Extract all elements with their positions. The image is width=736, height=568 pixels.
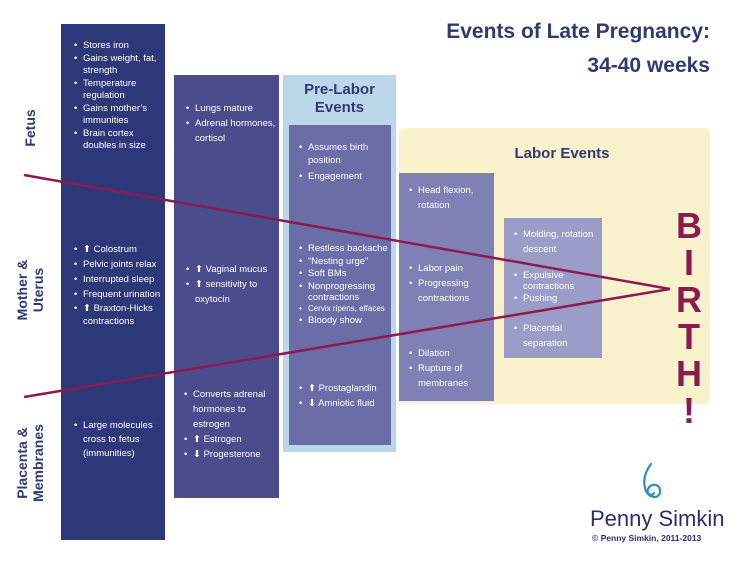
col1-fetus-list: Stores iron Gains weight, fat, strength … <box>74 40 164 153</box>
list-item: Engagement <box>299 170 391 183</box>
birth-letter: T <box>678 316 700 357</box>
list-item: Gains weight, fat, strength <box>74 53 164 78</box>
list-item: Pushing <box>514 292 602 305</box>
list-item: Nonprogressing contractions <box>299 281 391 303</box>
birth-letter: H <box>676 353 702 394</box>
prelabor-inner-box: Assumes birth position Engagement Restle… <box>289 125 391 445</box>
labor-events-panel: Labor Events Head flexion, rotation Labo… <box>399 128 710 404</box>
prelabor-mother-list: Restless backache “Nesting urge” Soft BM… <box>299 243 391 328</box>
list-item: Pelvic joints relax <box>74 257 164 272</box>
list-item: Labor pain <box>409 261 493 276</box>
list-item: Expulsive contractions <box>514 270 602 292</box>
col2-mother-list: ⬆ Vaginal mucus ⬆ sensitivity to oxytoci… <box>186 262 278 307</box>
col1-mother-list: ⬆ Colostrum Pelvic joints relax Interrup… <box>74 242 164 328</box>
list-item: Placental separation <box>514 321 602 351</box>
list-item: ⬆ Colostrum <box>74 242 164 257</box>
labor-box-2: Molding, rotation descent Expulsive cont… <box>504 218 602 358</box>
labor-box2-mid: Expulsive contractions Pushing <box>514 270 602 305</box>
prelabor-fetus-list: Assumes birth position Engagement <box>299 141 391 183</box>
list-item: ⬆ Vaginal mucus <box>186 262 278 277</box>
list-item: Cervix ripens, effaces <box>299 303 391 316</box>
labor-box1-top: Head flexion, rotation <box>409 183 493 213</box>
list-item: Progressing contractions <box>409 276 493 306</box>
birth-letter: R <box>676 279 702 320</box>
prelabor-heading-line2: Events <box>314 99 365 116</box>
list-item: ⬆ sensitivity to oxytocin <box>186 277 278 307</box>
list-item: Soft BMs <box>299 268 391 281</box>
labor-heading: Labor Events <box>514 145 610 162</box>
list-item: Frequent urination <box>74 287 164 302</box>
title-line2: 34-40 weeks <box>587 54 710 77</box>
prelabor-heading: Pre-Labor Events <box>283 81 396 117</box>
labor-box2-top: Molding, rotation descent <box>514 227 602 257</box>
column-hormonal: Lungs mature Adrenal hormones, cortisol … <box>174 75 279 498</box>
list-item: Restless backache <box>299 243 391 256</box>
list-item: Gains mother’s immunities <box>74 103 164 128</box>
labor-box1-bottom: Dilation Rupture of membranes <box>409 346 493 391</box>
list-item: Converts adrenal hormones to estrogen <box>184 387 278 432</box>
birth-letter: ! <box>683 390 695 431</box>
list-item: ⬆ Braxton-Hicks contractions <box>74 302 164 328</box>
list-item: Dilation <box>409 346 493 361</box>
spiral-logo-icon <box>643 462 662 498</box>
birth-label: B I R T H ! <box>672 207 706 429</box>
prelabor-placenta-list: ⬆ Prostaglandin ⬇ Amniotic fluid <box>299 381 391 411</box>
list-item: Lungs mature <box>186 101 278 116</box>
logo-name: Penny Simkin <box>590 506 725 531</box>
list-item: Head flexion, rotation <box>409 183 493 213</box>
prelabor-heading-line1: Pre-Labor <box>304 81 375 98</box>
list-item: Adrenal hormones, cortisol <box>186 116 278 146</box>
top-converging-line <box>23 173 671 291</box>
column-prelabor: Pre-Labor Events Assumes birth position … <box>283 75 396 452</box>
col2-fetus-list: Lungs mature Adrenal hormones, cortisol <box>186 101 278 146</box>
labor-box2-bottom: Placental separation <box>514 321 602 351</box>
list-item: ⬇ Amniotic fluid <box>299 396 391 411</box>
bottom-converging-line <box>23 287 671 399</box>
list-item: Brain cortex doubles in size <box>74 128 164 153</box>
list-item: Temperature regulation <box>74 78 164 103</box>
birth-letter: I <box>683 242 694 283</box>
list-item: Interrupted sleep <box>74 272 164 287</box>
list-item: ⬆ Estrogen <box>184 432 278 447</box>
col1-placenta-list: Large molecules cross to fetus (immuniti… <box>74 419 160 461</box>
list-item: Bloody show <box>299 315 391 328</box>
col2-placenta-list: Converts adrenal hormones to estrogen ⬆ … <box>184 387 278 462</box>
column-fetal-maternal: Stores iron Gains weight, fat, strength … <box>61 24 165 540</box>
list-item: Assumes birth position <box>299 141 391 167</box>
list-item: Rupture of membranes <box>409 361 493 391</box>
list-item: Molding, rotation descent <box>514 227 602 257</box>
list-item: Large molecules cross to fetus (immuniti… <box>74 419 160 461</box>
birth-letter: B <box>676 205 702 246</box>
copyright-text: © Penny Simkin, 2011-2013 <box>592 533 702 543</box>
list-item: ⬆ Prostaglandin <box>299 381 391 396</box>
list-item: “Nesting urge” <box>299 256 391 269</box>
labor-box-1: Head flexion, rotation Labor pain Progre… <box>399 173 494 401</box>
title-line1: Events of Late Pregnancy: <box>446 20 710 43</box>
list-item: ⬇ Progesterone <box>184 447 278 462</box>
labor-box1-mid: Labor pain Progressing contractions <box>409 261 493 306</box>
list-item: Stores iron <box>74 40 164 53</box>
